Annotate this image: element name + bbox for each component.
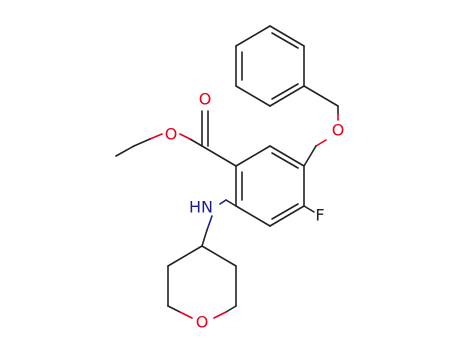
carbonyl-oxygen-label: O <box>199 90 212 109</box>
bond-lines <box>115 25 339 307</box>
hetero-bonds <box>133 105 339 319</box>
fluorine-label: F <box>315 206 324 225</box>
bond-ring-ester-carbon <box>201 145 237 167</box>
benzyl-phenyl-ring <box>235 25 305 107</box>
ether-oxygen-label: O <box>332 121 345 140</box>
benzoate-ring <box>235 145 305 227</box>
ester-oxygen-label: O <box>165 125 178 144</box>
amine-label: HN <box>189 198 213 217</box>
bond-phenyl-ch2 <box>303 85 339 107</box>
pyran-oxygen-label: O <box>196 313 209 332</box>
tetrahydropyran-ring <box>167 245 237 307</box>
bond-ethyl-ch2-ch3 <box>115 145 135 157</box>
